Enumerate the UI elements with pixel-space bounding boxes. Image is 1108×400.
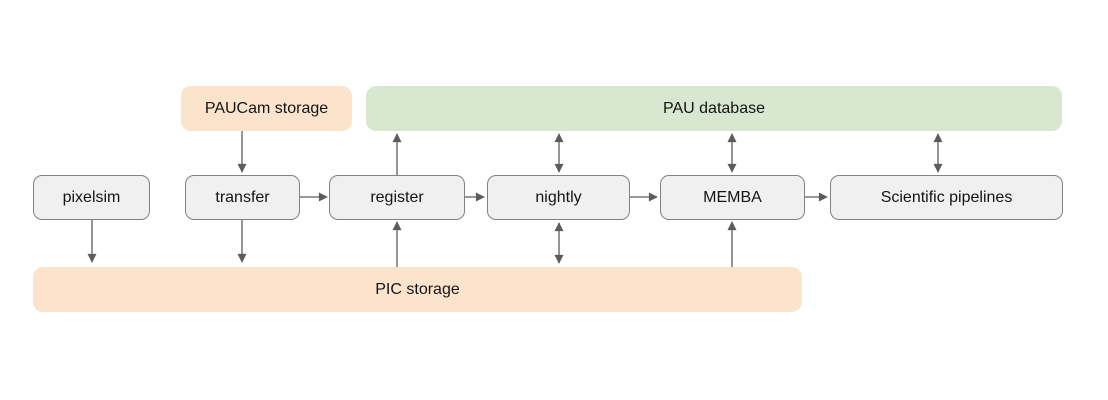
node-memba: MEMBA <box>660 175 805 220</box>
node-label: nightly <box>535 188 582 206</box>
node-scientific-pipelines: Scientific pipelines <box>830 175 1063 220</box>
node-paucam-storage: PAUCam storage <box>181 86 352 131</box>
node-label: PAU database <box>663 99 765 117</box>
node-pixelsim: pixelsim <box>33 175 150 220</box>
node-nightly: nightly <box>487 175 630 220</box>
node-label: PAUCam storage <box>204 99 329 117</box>
node-pau-database: PAU database <box>366 86 1062 131</box>
node-label: Scientific pipelines <box>880 188 1013 206</box>
node-register: register <box>329 175 465 220</box>
node-label: register <box>370 188 424 206</box>
node-label: pixelsim <box>62 188 121 206</box>
node-label: PIC storage <box>375 280 460 298</box>
node-label: transfer <box>215 188 270 206</box>
node-label: MEMBA <box>703 188 762 206</box>
node-pic-storage: PIC storage <box>33 267 802 312</box>
node-transfer: transfer <box>185 175 300 220</box>
